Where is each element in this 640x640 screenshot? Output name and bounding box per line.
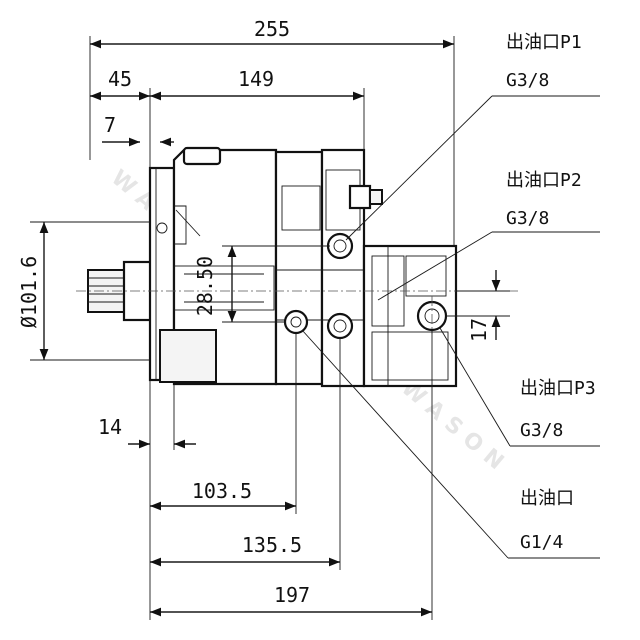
pump-body (87, 146, 458, 388)
callout-main-name: 出油口 (520, 488, 574, 509)
callout-p2: 出油口P2 G3/8 (377, 170, 600, 301)
dim-length-rear: 197 (274, 583, 310, 607)
lower-block (159, 329, 217, 383)
valve-section (274, 150, 324, 386)
dim-flange-thickness: 14 (98, 415, 122, 439)
callout-main: 出油口 G1/4 (301, 329, 600, 559)
port-main (283, 309, 354, 340)
callout-p3: 出油口P3 G3/8 (439, 327, 600, 447)
dim-diameter: Ø101.6 (17, 256, 41, 328)
callout-main-thread: G1/4 (520, 532, 563, 553)
adjusting-screw (348, 184, 372, 210)
callout-p1-name: 出油口P1 (506, 32, 582, 53)
dim-housing-length: 149 (238, 67, 274, 91)
housing-boss (182, 146, 222, 166)
callout-p3-name: 出油口P3 (520, 378, 596, 399)
callout-p1-thread: G3/8 (506, 70, 549, 91)
dim-length-port-1: 103.5 (192, 479, 252, 503)
svg-text:WASON: WASON (396, 375, 514, 480)
dim-port-spacing: 28.50 (193, 256, 217, 316)
dim-port-height: 17 (467, 318, 491, 342)
dim-length-port-2: 135.5 (242, 533, 302, 557)
dimension-lines (30, 36, 510, 620)
dim-shaft-step: 7 (104, 113, 116, 137)
callout-p3-thread: G3/8 (520, 420, 563, 441)
dim-overall-length: 255 (254, 17, 290, 41)
callout-p2-name: 出油口P2 (506, 170, 582, 191)
dimension-labels: 255 45 149 7 Ø101.6 28.50 17 14 103.5 13… (17, 17, 491, 607)
callout-p2-thread: G3/8 (506, 208, 549, 229)
callout-p1: 出油口P1 G3/8 (345, 32, 600, 241)
dim-front-offset: 45 (108, 67, 132, 91)
